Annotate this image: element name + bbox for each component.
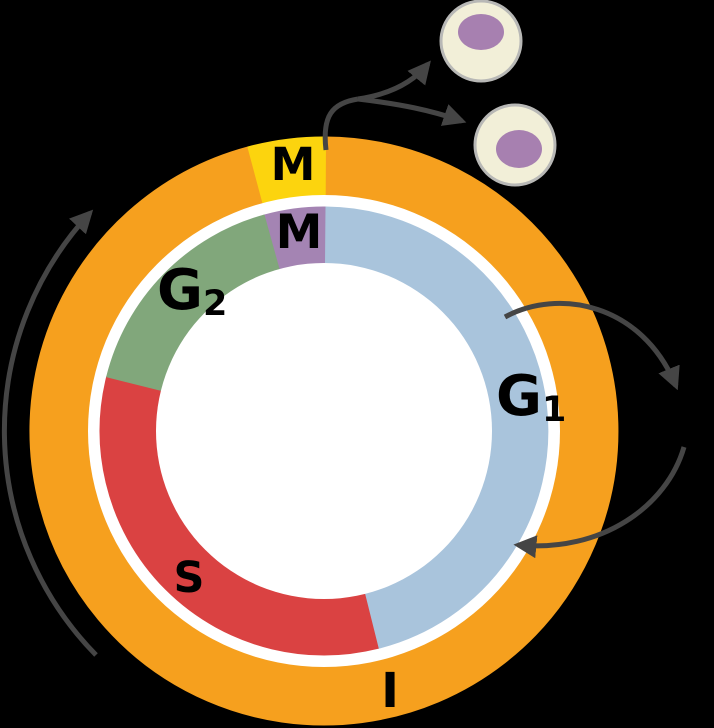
cells-layer bbox=[439, 0, 557, 187]
label-m-inner: M bbox=[276, 205, 323, 260]
division-arrow-upper bbox=[357, 60, 431, 102]
label-g1: G1 bbox=[496, 364, 566, 430]
inner-ring-inner-disc bbox=[156, 263, 492, 599]
rings-layer bbox=[29, 136, 619, 726]
inner-ring bbox=[99, 206, 549, 656]
division-arrow-lower bbox=[357, 96, 467, 126]
label-s: S bbox=[174, 553, 205, 603]
daughter-cell-2-nucleus bbox=[496, 130, 542, 168]
arrows-layer bbox=[1, 60, 687, 657]
daughter-cell-2 bbox=[473, 103, 557, 187]
daughter-cell-1-nucleus bbox=[458, 14, 504, 50]
reenter-cycle-arrow bbox=[513, 446, 687, 559]
division-arrow-stem bbox=[322, 96, 359, 151]
exit-cycle-arrow bbox=[503, 300, 680, 391]
daughter-cell-1 bbox=[439, 0, 523, 83]
label-g2: G2 bbox=[157, 258, 227, 324]
label-i: I bbox=[381, 663, 399, 719]
cycle-direction-arrow bbox=[1, 209, 98, 657]
label-m-outer: M bbox=[271, 138, 316, 191]
